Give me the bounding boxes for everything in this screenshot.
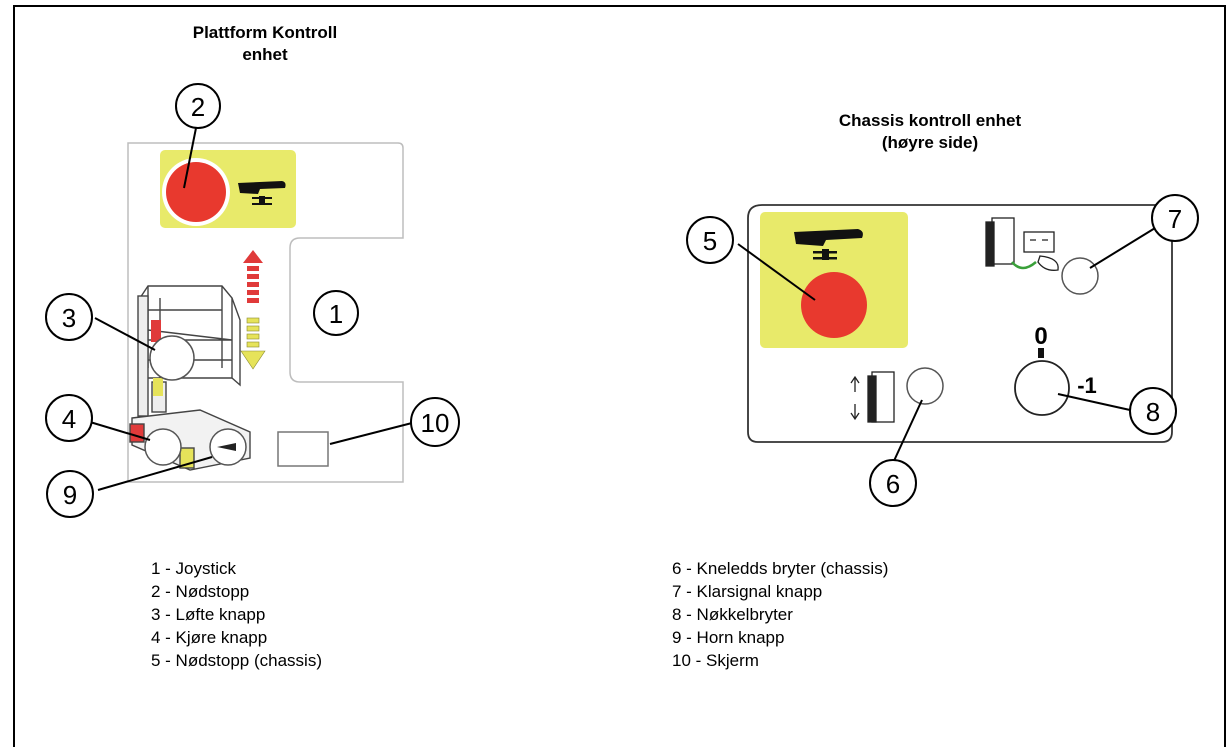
legend-left: 1 - Joystick 2 - Nødstopp 3 - Løfte knap…: [151, 557, 322, 672]
callout-8: 8: [1129, 387, 1177, 435]
key-switch[interactable]: [1014, 360, 1070, 416]
svg-text:1: 1: [329, 299, 343, 329]
chassis-title-line1: Chassis kontroll enhet: [838, 111, 1022, 130]
knee-switch-button[interactable]: [906, 367, 944, 405]
chassis-estop-button[interactable]: [801, 272, 867, 338]
callout-5: 5: [686, 216, 734, 264]
callout-2: 2: [175, 83, 221, 129]
callout-9: 9: [46, 470, 94, 518]
legend-item-10: 10 - Skjerm: [672, 651, 759, 670]
platform-control-panel: [127, 142, 404, 483]
key-switch-label-0: 0: [1034, 323, 1047, 350]
legend-item-4: 4 - Kjøre knapp: [151, 628, 268, 647]
svg-text:3: 3: [62, 303, 76, 333]
lift-yellow-control-icon: [153, 378, 163, 396]
callout-4: 4: [45, 394, 93, 442]
chassis-control-panel: 0 -1: [747, 204, 1173, 443]
platform-estop-button[interactable]: [166, 162, 226, 222]
legend-item-2: 2 - Nødstopp: [151, 582, 250, 601]
drive-button[interactable]: [144, 428, 182, 466]
chassis-stop-symbol-icon: [794, 229, 863, 260]
legend-item-9: 9 - Horn knapp: [672, 628, 785, 647]
callout-3: 3: [45, 293, 93, 341]
lift-button[interactable]: [149, 335, 195, 381]
callout-leader-lines: [89, 127, 1161, 491]
svg-text:7: 7: [1168, 204, 1182, 234]
callout-1: 1: [313, 290, 359, 336]
svg-text:6: 6: [886, 469, 900, 499]
legend-right: 6 - Kneledds bryter (chassis) 7 - Klarsi…: [672, 557, 888, 672]
chassis-title-line2: (høyre side): [881, 133, 979, 152]
callout-7: 7: [1151, 194, 1199, 242]
platform-stop-symbol-icon: [238, 181, 286, 205]
lift-red-control-icon: [151, 320, 161, 342]
display-screen: [277, 431, 329, 467]
knee-switch-icon: [850, 371, 895, 423]
svg-text:8: 8: [1146, 397, 1160, 427]
callouts: 1 2 3 4 5 6 7 8: [45, 83, 1199, 518]
horn-icon: [217, 443, 236, 451]
key-switch-mark-top: [1038, 348, 1044, 358]
callout-10: 10: [410, 397, 460, 447]
lift-up-arrow-icon: [243, 250, 263, 303]
chassis-title: Chassis kontroll enhet (høyre side): [780, 110, 1080, 154]
diagram-frame: [13, 5, 1226, 747]
svg-text:9: 9: [63, 480, 77, 510]
platform-title-line2: enhet: [242, 45, 288, 64]
platform-title: Plattform Kontroll enhet: [140, 22, 390, 66]
ready-signal-icon: [985, 217, 1059, 271]
lift-down-arrow-icon: [240, 317, 266, 370]
svg-text:2: 2: [191, 92, 205, 122]
key-switch-label-minus1: -1: [1077, 373, 1097, 398]
callout-6: 6: [869, 459, 917, 507]
ready-signal-button[interactable]: [1061, 257, 1099, 295]
svg-text:5: 5: [703, 226, 717, 256]
svg-text:4: 4: [62, 404, 76, 434]
lift-cage-illustration: [137, 285, 241, 417]
svg-text:10: 10: [421, 408, 450, 438]
legend-item-3: 3 - Løfte knapp: [151, 605, 266, 624]
legend-item-5: 5 - Nødstopp (chassis): [151, 651, 322, 670]
platform-title-line1: Plattform Kontroll: [192, 23, 338, 42]
legend-item-8: 8 - Nøkkelbryter: [672, 605, 793, 624]
legend-item-7: 7 - Klarsignal knapp: [672, 582, 823, 601]
legend-item-1: 1 - Joystick: [151, 559, 237, 578]
legend-item-6: 6 - Kneledds bryter (chassis): [672, 559, 889, 578]
